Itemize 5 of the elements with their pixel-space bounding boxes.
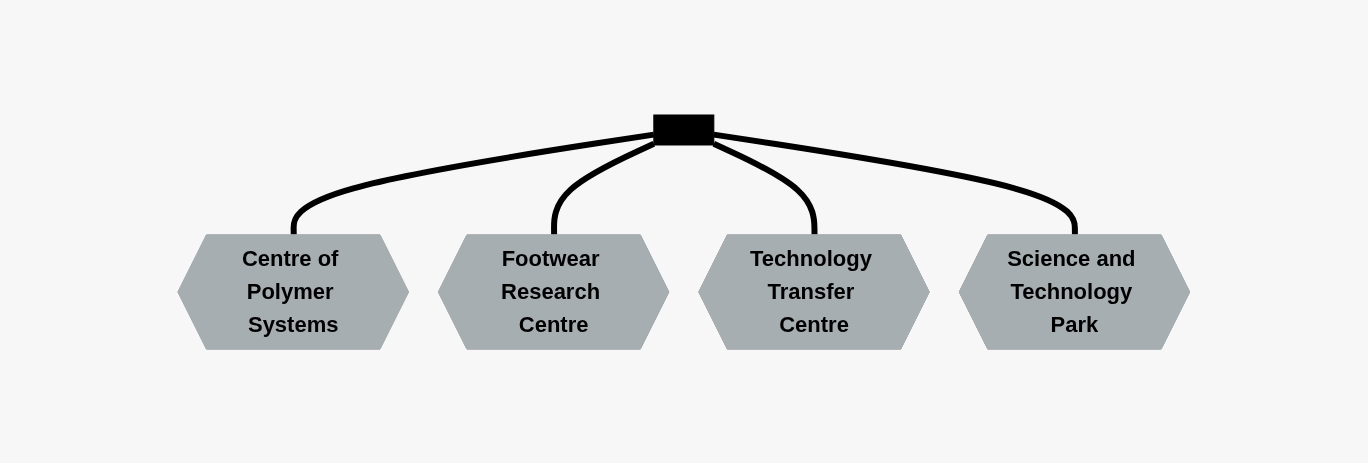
node-bar [653, 114, 715, 145]
connector [713, 131, 1079, 235]
connector [551, 140, 656, 236]
connector [290, 131, 655, 236]
connector [712, 140, 818, 236]
